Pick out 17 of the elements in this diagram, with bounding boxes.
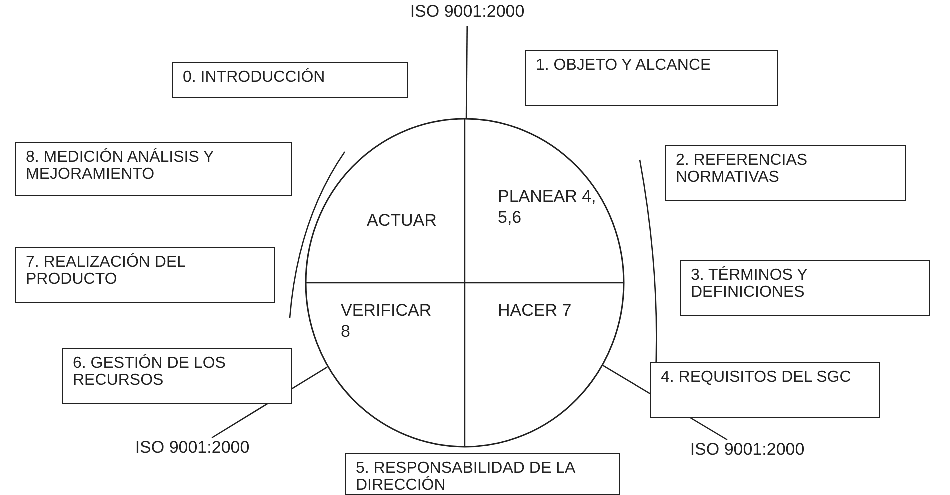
standard-label: ISO 9001:2000 bbox=[689, 440, 806, 459]
chapter-box: 3. TÉRMINOS Y DEFINICIONES bbox=[680, 260, 930, 316]
chapter-box: 8. MEDICIÓN ANÁLISIS Y MEJORAMIENTO bbox=[15, 142, 292, 196]
quadrant-label: VERIFICAR 8 bbox=[341, 300, 433, 342]
chapter-box: 0. INTRODUCCIÓN bbox=[172, 62, 408, 98]
quadrant-label: HACER 7 bbox=[498, 300, 573, 321]
standard-label: ISO 9001:2000 bbox=[134, 438, 251, 457]
quadrant-label: PLANEAR 4, 5,6 bbox=[498, 186, 598, 228]
chapter-box: 7. REALIZACIÓN DEL PRODUCTO bbox=[15, 247, 275, 303]
quadrant-label: ACTUAR bbox=[367, 210, 438, 231]
chapter-box: 4. REQUISITOS DEL SGC bbox=[650, 362, 880, 418]
leader-line bbox=[466, 26, 468, 118]
chapter-box: 1. OBJETO Y ALCANCE bbox=[525, 50, 778, 106]
standard-label: ISO 9001:2000 bbox=[410, 2, 525, 21]
chapter-box: 6. GESTIÓN DE LOS RECURSOS bbox=[62, 348, 292, 404]
chapter-box: 5. RESPONSABILIDAD DE LA DIRECCIÓN bbox=[345, 453, 620, 495]
chapter-box: 2. REFERENCIAS NORMATIVAS bbox=[665, 145, 906, 201]
